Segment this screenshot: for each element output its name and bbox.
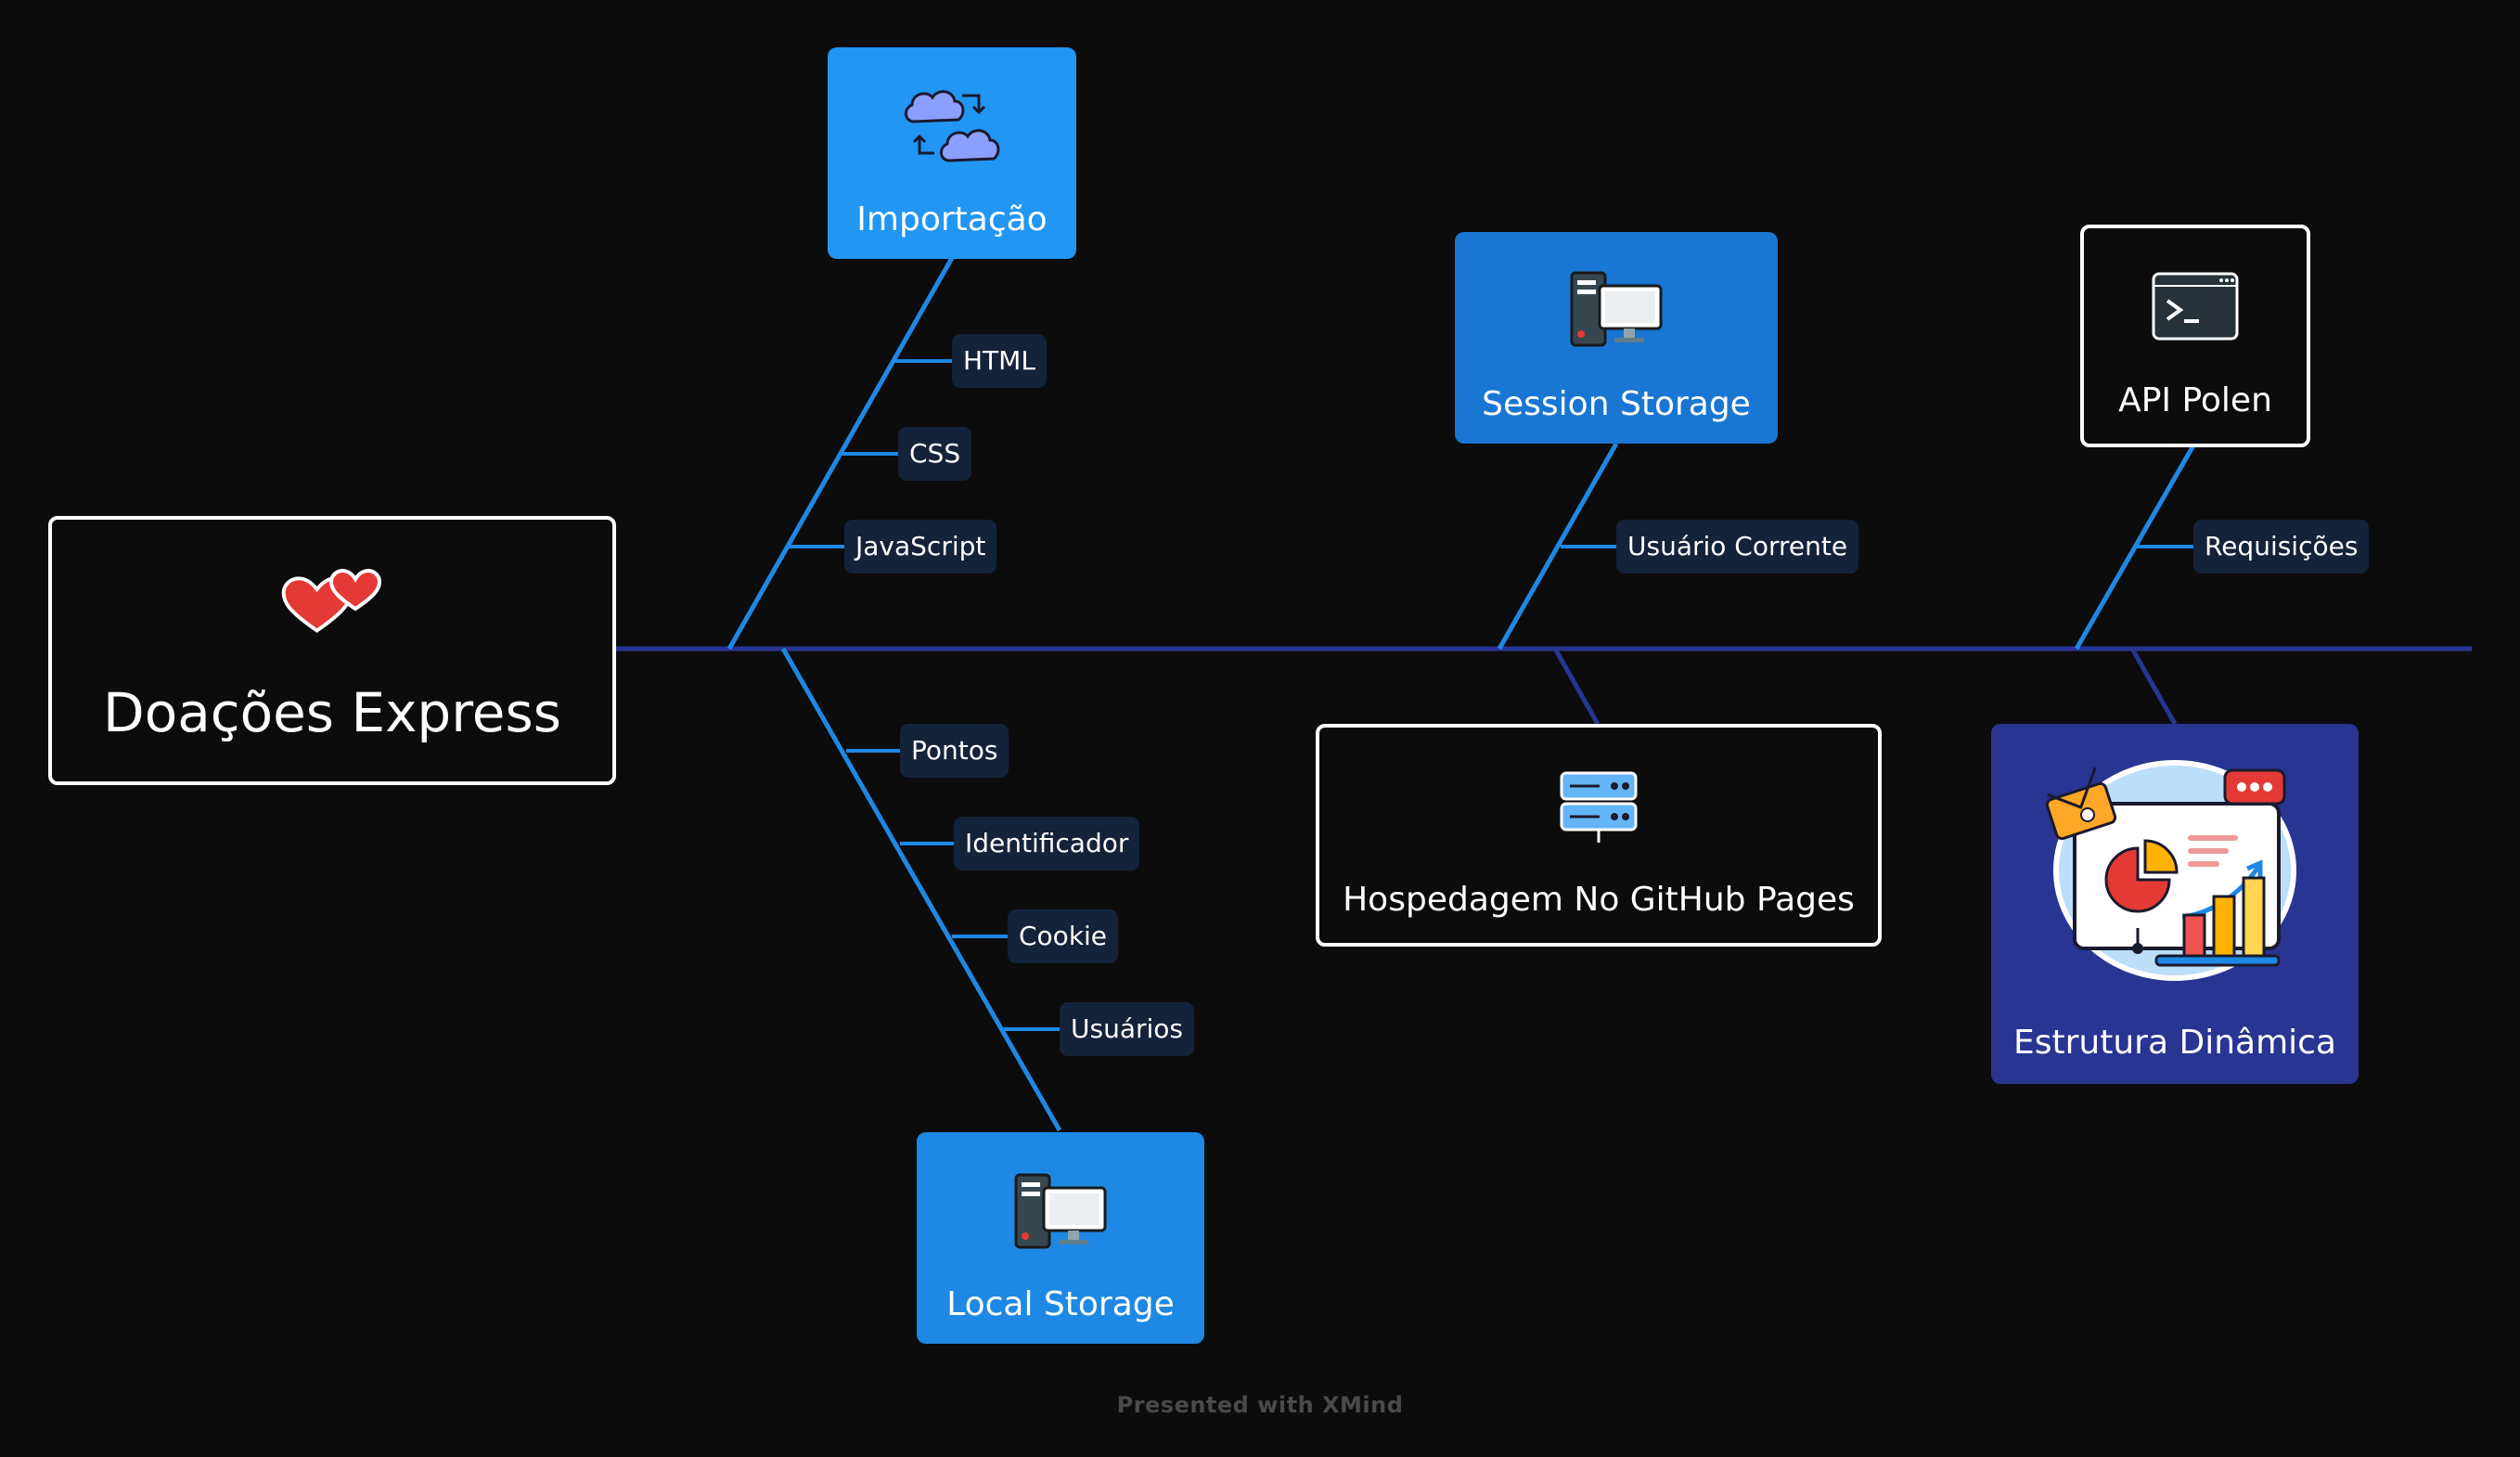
topic-estrutura-dinamica-label: Estrutura Dinâmica [2013,1024,2336,1062]
topic-local-storage-label: Local Storage [946,1285,1175,1323]
subtopic-html[interactable]: HTML [952,334,1047,388]
subtopic-cookie[interactable]: Cookie [1008,909,1119,963]
topic-importacao[interactable]: Importação [828,47,1076,259]
topic-estrutura-dinamica[interactable]: Estrutura Dinâmica [1991,724,2359,1084]
topic-api-polen[interactable]: API Polen [2080,225,2310,447]
central-topic[interactable]: Doações Express [48,516,616,785]
branch-line-local-storage [780,647,1062,1132]
subtopic-usuarios[interactable]: Usuários [1060,1002,1194,1056]
topic-session-storage[interactable]: Session Storage [1455,232,1778,444]
hearts-icon [281,568,382,633]
branch-line-api-polen [2074,444,2196,651]
central-topic-label: Doações Express [103,681,561,744]
dashboard-illustration-icon [2045,760,2296,981]
subtopic-pontos[interactable]: Pontos [900,724,1009,778]
server-icon [1560,771,1638,843]
subtopic-requisicoes[interactable]: Requisições [2193,520,2370,574]
cloud-sync-icon [905,90,1000,162]
footer-credit: Presented with XMind [1116,1392,1404,1418]
desktop-computer-icon [1570,271,1663,347]
branch-line-hospedagem [1552,647,1601,726]
topic-hospedagem[interactable]: Hospedagem No GitHub Pages [1316,724,1882,947]
branch-line-estrutura [2129,647,2178,726]
topic-local-storage[interactable]: Local Storage [917,1132,1204,1344]
topic-session-storage-label: Session Storage [1482,385,1751,423]
subtopic-identificador[interactable]: Identificador [954,817,1140,870]
subtopic-javascript[interactable]: JavaScript [844,520,997,574]
topic-api-polen-label: API Polen [2118,381,2272,419]
topic-hospedagem-label: Hospedagem No GitHub Pages [1343,881,1855,919]
subtopic-css[interactable]: CSS [898,427,972,481]
subtopic-usuario-corrente[interactable]: Usuário Corrente [1616,520,1859,574]
branch-line-session-storage [1497,442,1619,651]
topic-importacao-label: Importação [856,200,1048,239]
terminal-icon [2152,272,2239,341]
desktop-computer-icon [1014,1173,1107,1249]
